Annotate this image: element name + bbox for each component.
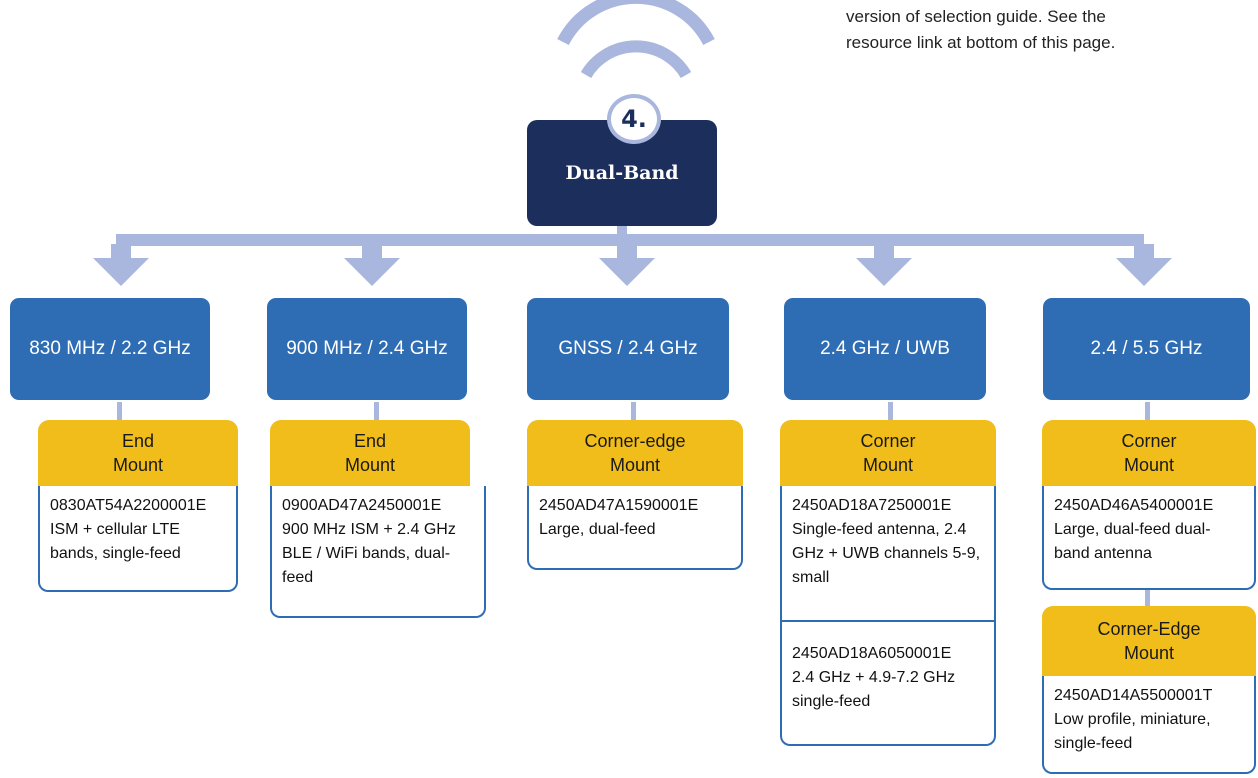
part-card: 2450AD18A7250001E Single-feed antenna, 2… [780,486,996,622]
band-node-900mhz-2-4ghz: 900 MHz / 2.4 GHz [267,298,467,400]
band-label: GNSS / 2.4 GHz [558,338,698,359]
part-card: 2450AD47A1590001E Large, dual-feed [527,486,743,570]
part-card: 0900AD47A2450001E 900 MHz ISM + 2.4 GHz … [270,486,486,618]
guide-note-line-1: version of selection guide. See the [846,7,1106,26]
part-description: Single-feed antenna, 2.4 GHz + UWB chann… [792,521,981,586]
mount-node-corner-edge: Corner-Edge Mount [1042,606,1256,676]
part-description: Large, dual-feed [539,521,656,538]
mount-label: Mount [862,455,914,475]
part-number: 0830AT54A2200001E [50,497,207,514]
wifi-arc-inner [580,40,692,79]
guide-note: version of selection guide. See the reso… [846,4,1226,56]
part-card: 0830AT54A2200001E ISM + cellular LTE ban… [38,486,238,592]
trunk-line [617,224,627,242]
arrow-down-icon [599,244,655,286]
arrow-down-icon [344,244,400,286]
band-node-gnss-2-4ghz: GNSS / 2.4 GHz [527,298,729,400]
band-stems [117,402,1150,608]
step-number: 4. [621,105,647,133]
mount-type: End [353,431,387,451]
band-node-2-4ghz-uwb: 2.4 GHz / UWB [784,298,986,400]
branch-arrows [93,244,1172,286]
mount-node-corner: Corner Mount [1042,420,1256,486]
part-description: ISM + cellular LTE bands, single-feed [50,521,181,562]
part-number: 2450AD14A5500001T [1054,687,1213,704]
mount-label: Mount [1123,455,1175,475]
guide-note-line-2: resource link at bottom of this page. [846,33,1116,52]
mount-label: Mount [1123,643,1175,663]
part-card: 2450AD14A5500001T Low profile, miniature… [1042,676,1256,774]
mount-node-corner: Corner Mount [780,420,996,486]
part-description: Low profile, miniature, single-feed [1054,711,1211,752]
part-number: 0900AD47A2450001E [282,497,442,514]
mount-node-end: End Mount [38,420,238,486]
part-number: 2450AD46A5400001E [1054,497,1214,514]
wifi-signal-icon [557,0,715,79]
distribution-bar [116,234,1144,246]
part-card: 2450AD46A5400001E Large, dual-feed dual-… [1042,486,1256,590]
part-description: 900 MHz ISM + 2.4 GHz BLE / WiFi bands, … [282,521,456,586]
band-node-830mhz-2-2ghz: 830 MHz / 2.2 GHz [10,298,210,400]
band-label: 830 MHz / 2.2 GHz [29,338,191,359]
mount-label: Mount [112,455,164,475]
band-label: 900 MHz / 2.4 GHz [286,338,448,359]
part-card: 2450AD18A6050001E 2.4 GHz + 4.9-7.2 GHz … [780,621,996,746]
mount-node-end: End Mount [270,420,470,486]
part-number: 2450AD47A1590001E [539,497,699,514]
mount-node-corner-edge: Corner-edge Mount [527,420,743,486]
arrow-down-icon [1116,244,1172,286]
band-label: 2.4 / 5.5 GHz [1090,338,1203,359]
mount-type: Corner [860,431,916,451]
mount-label: Mount [609,455,661,475]
mount-type: Corner-Edge [1097,619,1201,639]
arrow-down-icon [856,244,912,286]
part-number: 2450AD18A7250001E [792,497,952,514]
part-description: 2.4 GHz + 4.9-7.2 GHz single-feed [792,669,956,710]
mount-type: Corner [1121,431,1177,451]
wifi-arc-outer [557,0,715,46]
mount-type: End [121,431,155,451]
mount-type: Corner-edge [584,431,686,451]
band-label: 2.4 GHz / UWB [820,338,950,359]
mount-label: Mount [344,455,396,475]
part-number: 2450AD18A6050001E [792,645,952,662]
group-stem [1145,590,1150,608]
band-node-2-4-5-5ghz: 2.4 / 5.5 GHz [1043,298,1250,400]
arrow-down-icon [93,244,149,286]
root-label: Dual-Band [565,162,679,184]
part-description: Large, dual-feed dual-band antenna [1054,521,1211,562]
step-number-badge: 4. [607,94,661,144]
